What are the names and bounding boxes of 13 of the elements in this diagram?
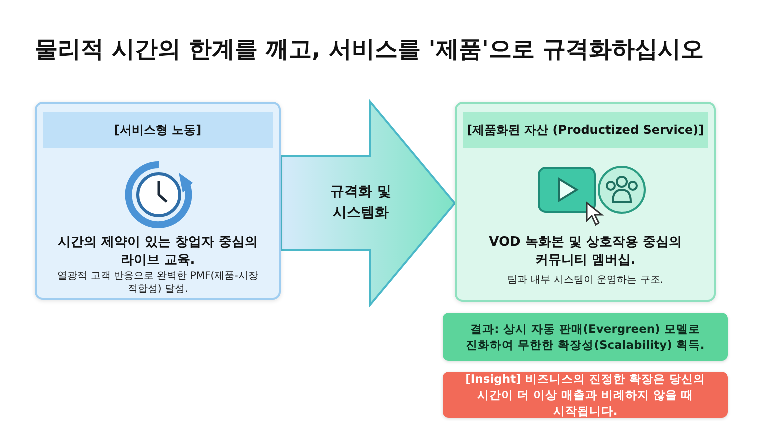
- card-header: [제품화된 자산 (Productized Service)]: [463, 112, 708, 148]
- result-box: 결과: 상시 자동 판매(Evergreen) 모델로 진화하여 무한한 확장성(Scalability) 획득.: [443, 313, 728, 361]
- edge-label: 규격화 및 시스템화: [330, 182, 392, 222]
- title: 물리적 시간의 한계를 깨고, 서비스를 '제품'으로 규격화하십시오: [35, 36, 705, 65]
- insight-box: [Insight] 비즈니스의 진정한 확장은 당신의 시간이 더 이상 매출과 비례하지 않을 때 시작됩니다.: [443, 372, 728, 418]
- card-header: [서비스형 노동]: [43, 112, 273, 148]
- card-note: 팀과 내부 시스템이 운영하는 구조.: [506, 274, 664, 287]
- block-arrow: [280, 98, 456, 308]
- card-text: VOD 녹화본 및 상호작용 중심의 커뮤니티 멤버십.: [488, 234, 683, 270]
- card-panel: [35, 102, 281, 300]
- card-text: 시간의 제약이 있는 창업자 중심의 라이브 교육.: [56, 234, 260, 270]
- card-panel: [455, 102, 716, 302]
- card-note: 열광적 고객 반응으로 완벽한 PMF(제품-시장 적합성) 달성.: [56, 270, 260, 296]
